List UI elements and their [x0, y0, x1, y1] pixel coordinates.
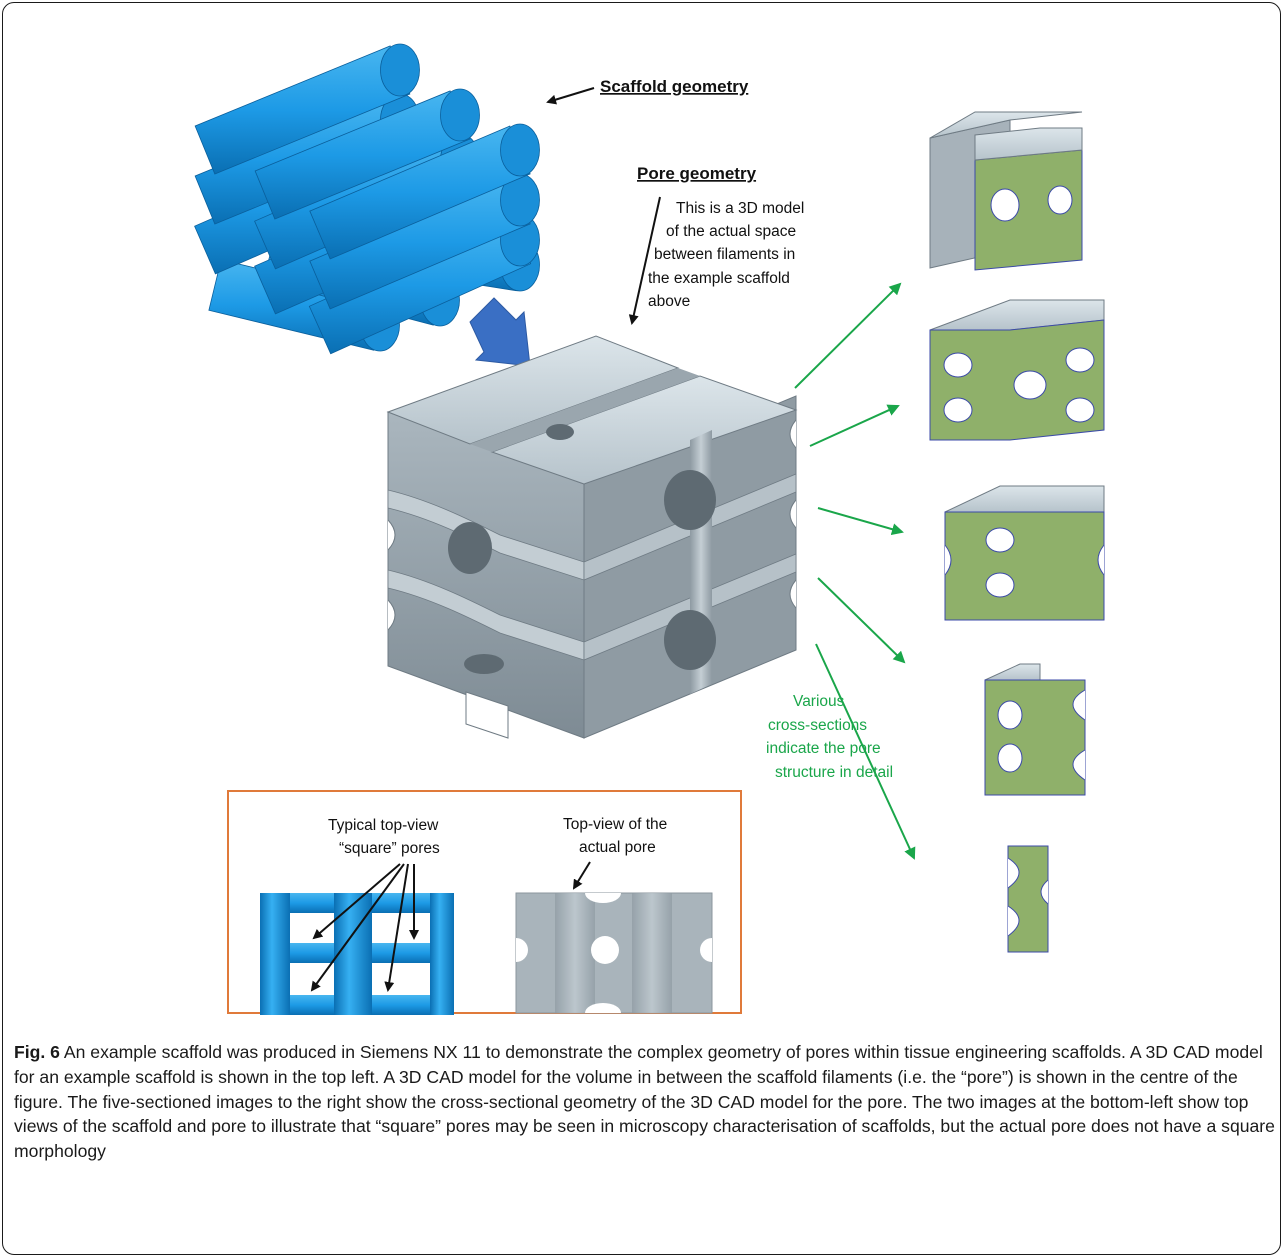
scaffold-geometry-model — [194, 43, 540, 355]
cross-section-5 — [1007, 845, 1049, 953]
typical-arrow — [384, 863, 409, 992]
cross-sections-note-line: Various — [793, 693, 845, 710]
pore-description-line: This is a 3D model — [676, 200, 804, 217]
cross-section-4 — [984, 663, 1086, 796]
scaffold-filament — [254, 90, 471, 220]
typical-top-view-arrows — [310, 863, 419, 992]
typical-top-view-line: “square” pores — [339, 840, 440, 857]
actual-top-view-line: actual pore — [579, 839, 656, 856]
actual-pore-arrow — [572, 861, 591, 890]
pore-description-line: the example scaffold — [648, 270, 790, 287]
cross-section-2 — [929, 299, 1105, 441]
scaffold-geometry-arrow — [546, 87, 595, 105]
section-arrow — [817, 577, 906, 664]
section-arrow — [809, 404, 900, 447]
pore-description: This is a 3D model of the actual space b… — [648, 200, 804, 310]
section-arrow — [794, 282, 902, 389]
typical-top-view-grid — [260, 893, 454, 1015]
typical-top-view-label: Typical top-view “square” pores — [328, 817, 440, 857]
pore-description-line: above — [648, 293, 690, 310]
typical-top-view-line: Typical top-view — [328, 817, 439, 834]
pore-geometry-arrow — [628, 196, 661, 325]
scaffold-filament-end — [440, 88, 480, 142]
figure-canvas: Scaffold geometry Pore geometry This is … — [194, 43, 1105, 1015]
caption-text: An example scaffold was produced in Siem… — [14, 1042, 1275, 1162]
cross-section-1 — [929, 111, 1083, 271]
pore-geometry-model — [386, 335, 798, 739]
section-arrow — [815, 643, 916, 860]
caption-fig-label: Fig. 6 — [14, 1042, 60, 1062]
pore-description-line: between filaments in — [654, 246, 795, 263]
cross-section-3 — [944, 485, 1105, 621]
section-arrows — [794, 282, 916, 860]
scaffold-geometry-label: Scaffold geometry — [600, 77, 749, 96]
transform-arrow-icon — [469, 297, 531, 367]
pore-geometry-label: Pore geometry — [637, 164, 757, 183]
actual-pore-top-view — [515, 892, 713, 1014]
scaffold-filament — [194, 45, 411, 175]
typical-arrow — [312, 863, 401, 940]
scaffold-filament-end — [380, 43, 420, 97]
cross-sections-note-line: structure in detail — [775, 764, 893, 781]
actual-top-view-line: Top-view of the — [563, 816, 667, 833]
scaffold-filament — [309, 125, 531, 260]
pore-description-line: of the actual space — [666, 223, 796, 240]
cross-sections-note-line: indicate the pore — [766, 740, 881, 757]
typical-arrow — [310, 863, 405, 992]
cross-sections-note: Various cross-sections indicate the pore… — [766, 693, 893, 781]
cross-sections-note-line: cross-sections — [768, 717, 867, 734]
figure-caption: Fig. 6 An example scaffold was produced … — [14, 1040, 1276, 1164]
section-arrow — [817, 507, 904, 536]
actual-top-view-label: Top-view of the actual pore — [563, 816, 667, 856]
top-view-inset — [227, 790, 742, 1014]
scaffold-filament-end — [500, 123, 540, 177]
